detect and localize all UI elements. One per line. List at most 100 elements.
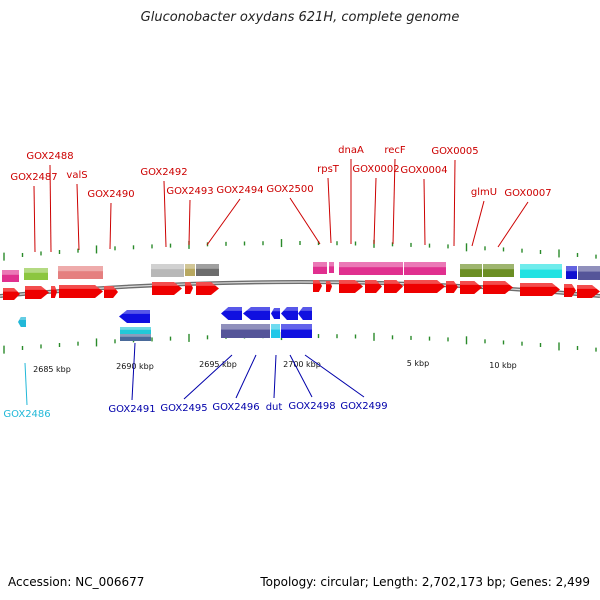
gene-label-rpsT: rpsT (317, 164, 340, 175)
gene-label-dut: dut (266, 402, 283, 413)
reverse-gene-arrow (271, 308, 280, 319)
forward-gene-arrow (104, 286, 118, 298)
forward-gene-arrow-shine (520, 283, 557, 287)
forward-gene-arrow (483, 281, 513, 294)
forward-gene-arrow-shine (196, 282, 216, 286)
scale-label: 2700 kbp (283, 360, 321, 369)
gene-feature-reverse-shine (221, 324, 270, 330)
gene-feature-shine (404, 262, 446, 268)
forward-gene-arrow-shine (59, 285, 100, 289)
gene-label-GOX2494: GOX2494 (216, 185, 263, 196)
reverse-gene-arrow-shine (122, 310, 150, 314)
gene-label-GOX2486: GOX2486 (3, 409, 50, 420)
gene-label-leader (289, 197, 321, 245)
gene-label-GOX2490: GOX2490 (87, 189, 134, 200)
forward-gene-arrow-shine (446, 281, 457, 285)
reverse-gene-arrow-shine (299, 307, 312, 311)
reverse-gene-arrow (119, 310, 150, 323)
genome-summary-text: Topology: circular; Length: 2,702,173 bp… (260, 575, 590, 589)
scale-label: 10 kbp (489, 361, 517, 370)
forward-gene-arrow-shine (51, 286, 57, 290)
forward-gene-arrow-shine (460, 281, 479, 285)
forward-gene-arrow-shine (25, 286, 46, 290)
reverse-gene-arrow-shine (19, 317, 26, 320)
forward-gene-arrow (564, 284, 576, 297)
gene-feature-shine (329, 262, 334, 267)
forward-gene-arrow-shine (564, 284, 575, 288)
gene-feature-reverse (281, 324, 312, 338)
gene-feature (2, 270, 19, 282)
reverse-gene-arrow (221, 307, 242, 320)
gene-feature (185, 264, 195, 276)
forward-gene-arrow (185, 282, 193, 294)
gene-label-leader (327, 177, 332, 244)
gene-label-dnaA: dnaA (338, 145, 364, 156)
gene-feature-reverse-shine (120, 334, 151, 337)
gene-label-leader (33, 185, 36, 253)
forward-gene-arrow (196, 282, 219, 295)
reverse-gene-arrow-shine (246, 307, 270, 311)
gene-label-leader (131, 342, 136, 401)
gene-feature-shine (460, 264, 482, 270)
gene-label-leader (453, 159, 456, 247)
gene-label-leader (471, 200, 485, 247)
gene-label-GOX2495: GOX2495 (160, 403, 207, 414)
reverse-gene-arrow-shine (223, 307, 242, 311)
reverse-gene-arrow (281, 307, 298, 320)
forward-gene-arrow (59, 285, 103, 298)
forward-gene-arrow (152, 282, 182, 295)
gene-label-leader (304, 354, 365, 398)
gene-feature-reverse (221, 324, 270, 338)
gene-label-GOX2500: GOX2500 (266, 184, 313, 195)
gene-label-GOX0004: GOX0004 (400, 165, 447, 176)
gene-label-GOX2488: GOX2488 (26, 151, 73, 162)
forward-gene-arrow (520, 283, 560, 296)
scale-label: 5 kbp (407, 359, 429, 368)
gene-label-GOX0005: GOX0005 (431, 146, 478, 157)
forward-gene-arrow (25, 286, 49, 299)
gene-label-leader (289, 354, 313, 398)
gene-feature-reverse-shine (281, 324, 312, 330)
gene-feature-shine (566, 266, 577, 272)
gene-feature-shine (151, 264, 184, 270)
forward-gene-arrow (339, 280, 363, 293)
gene-label-leader (109, 202, 112, 250)
gene-feature-shine (483, 264, 514, 270)
forward-gene-arrow-shine (404, 280, 442, 284)
gene-label-leader (497, 201, 529, 248)
scale-label: 2685 kbp (33, 365, 71, 374)
gene-feature (460, 264, 482, 277)
gene-feature-shine (24, 268, 48, 273)
gene-label-GOX0002: GOX0002 (352, 164, 399, 175)
gene-feature-reverse-shine (271, 324, 280, 330)
forward-gene-arrow-shine (326, 281, 332, 285)
forward-gene-arrow (326, 281, 332, 292)
forward-gene-arrow-shine (3, 288, 18, 292)
gene-feature (578, 266, 600, 280)
forward-gene-arrow (313, 280, 322, 292)
gene-feature-shine (365, 262, 384, 268)
forward-gene-arrow-shine (365, 280, 380, 284)
gene-feature (384, 262, 403, 275)
gene-feature (365, 262, 384, 275)
gene-label-glmU: glmU (471, 187, 497, 198)
reverse-gene-arrow (18, 317, 26, 327)
gene-feature (483, 264, 514, 277)
forward-gene-arrow-shine (577, 285, 597, 289)
gene-feature (339, 262, 365, 275)
gene-feature (566, 266, 577, 279)
genome-title: Gluconobacter oxydans 621H, complete gen… (140, 10, 460, 25)
gene-label-leader (163, 180, 167, 248)
forward-gene-arrow-shine (185, 282, 192, 286)
gene-feature (329, 262, 334, 273)
gene-feature-shine (578, 266, 600, 272)
gene-feature (58, 266, 103, 279)
gene-feature-reverse (271, 324, 280, 338)
gene-label-leader (24, 362, 28, 406)
gene-label-GOX0007: GOX0007 (504, 188, 551, 199)
forward-gene-arrow-shine (313, 280, 321, 284)
forward-gene-arrow (577, 285, 600, 298)
accession-text: Accession: NC_006677 (8, 575, 145, 589)
gene-label-GOX2496: GOX2496 (212, 402, 259, 413)
